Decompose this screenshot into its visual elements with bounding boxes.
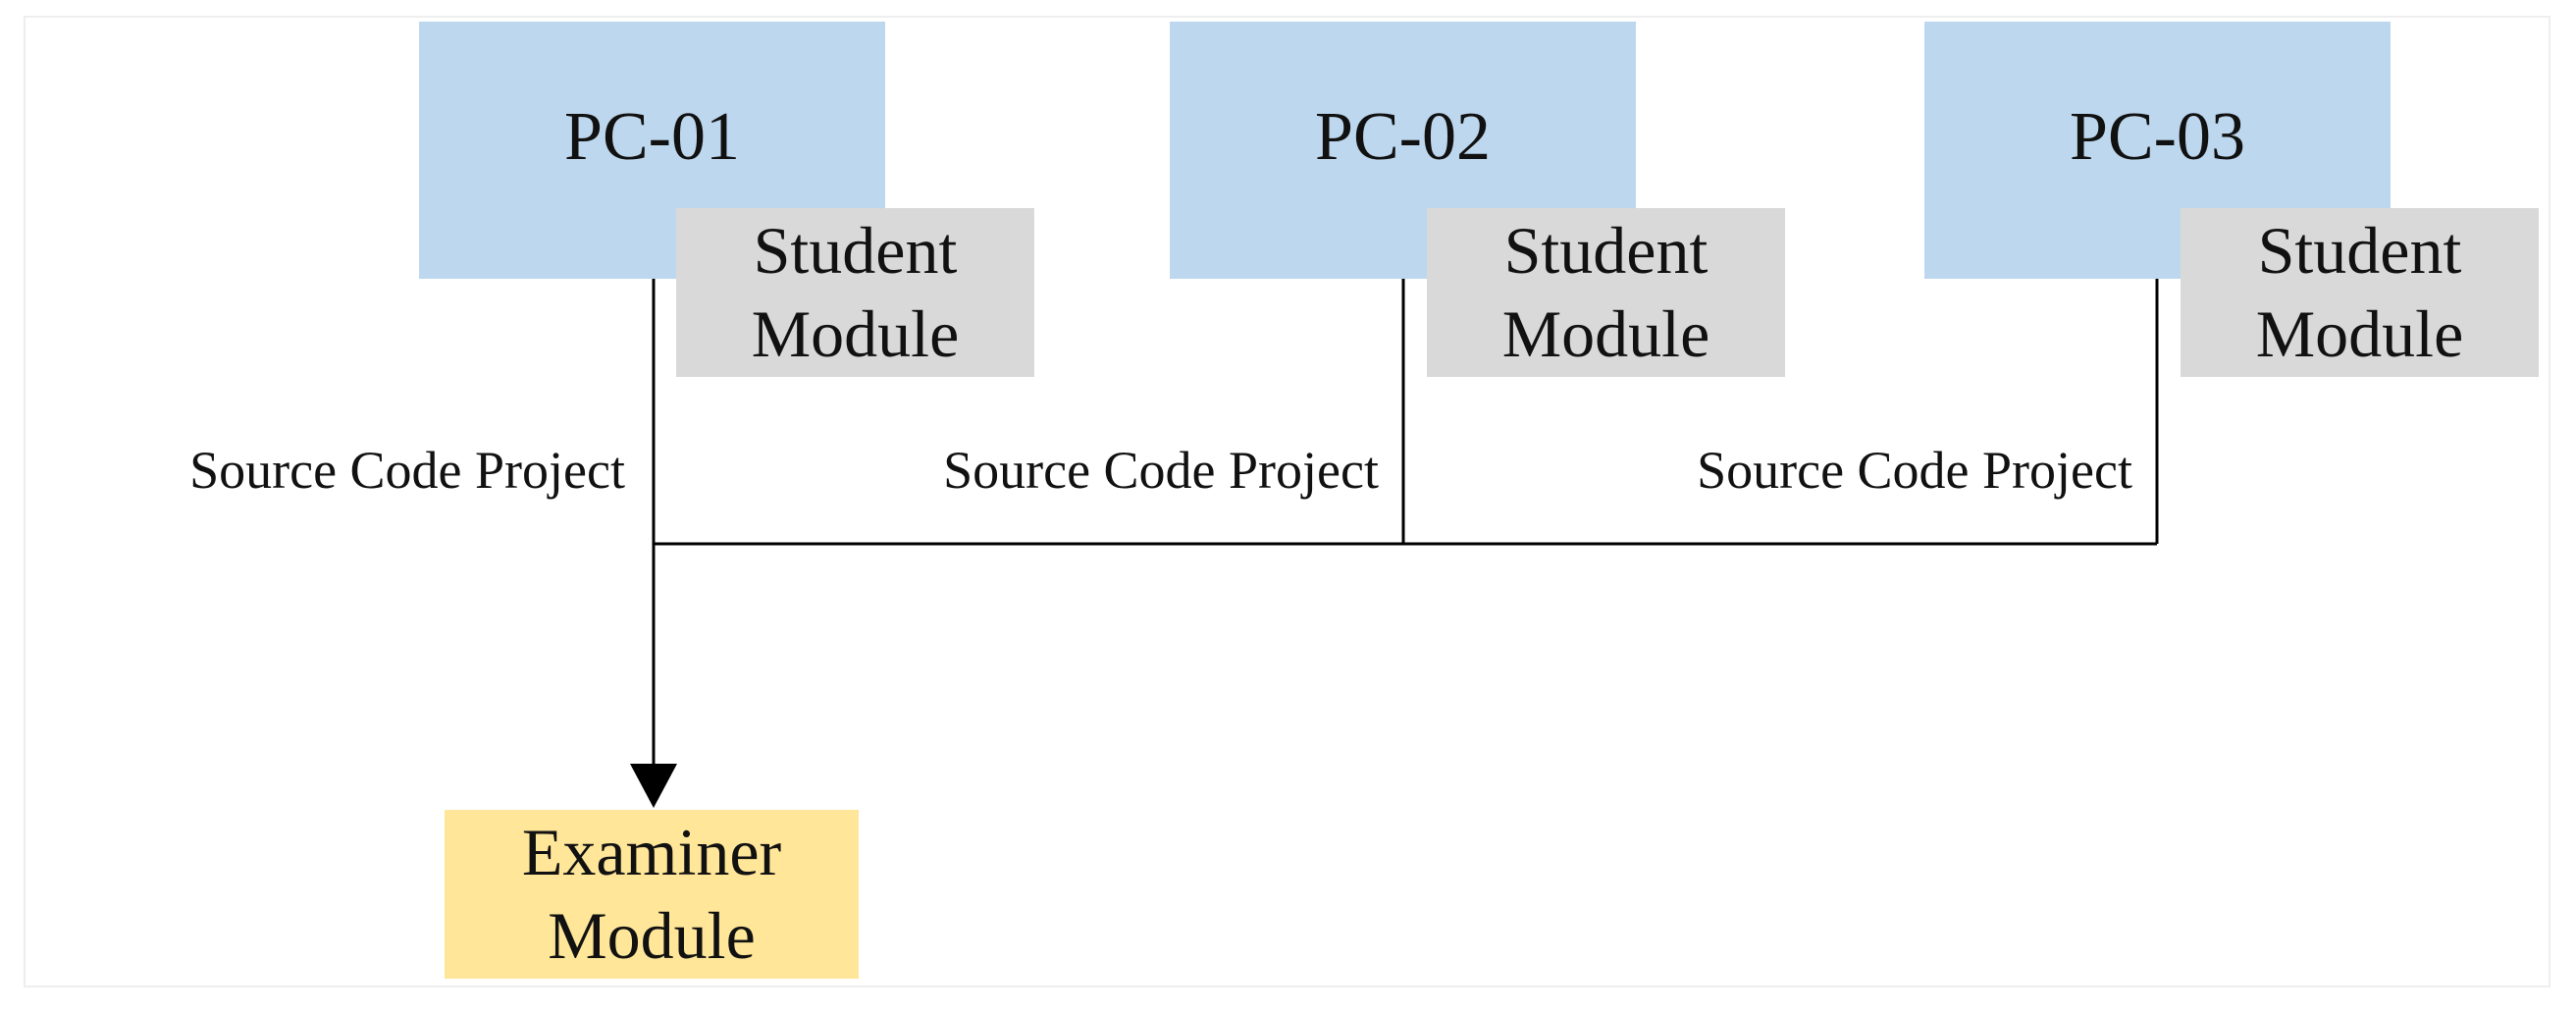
pc-01-edge-label: Source Code Project [189, 441, 625, 500]
examiner-module: Examiner Module [445, 810, 859, 979]
pc-01-student-module: Student Module [676, 208, 1034, 377]
pc-03-student-module: Student Module [2181, 208, 2539, 377]
pc-02-student-module: Student Module [1427, 208, 1785, 377]
pc-03-label: PC-03 [2070, 98, 2245, 175]
pc-03-edge-label: Source Code Project [1697, 441, 2132, 500]
pc-02-edge-label: Source Code Project [943, 441, 1379, 500]
pc-03-box: PC-03 [1924, 22, 2391, 279]
pc-01-label: PC-01 [564, 98, 740, 175]
pc-02-label: PC-02 [1315, 98, 1491, 175]
diagram-frame [24, 16, 2550, 988]
arrow-head-icon [630, 764, 677, 808]
